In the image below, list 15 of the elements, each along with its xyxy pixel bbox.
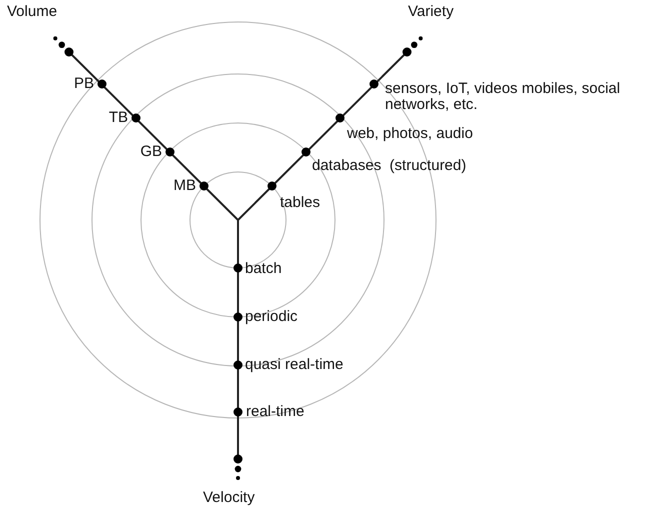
scale-label: databases (structured) bbox=[312, 158, 466, 174]
axis-title: Variety bbox=[408, 4, 454, 20]
axis-title: Velocity bbox=[203, 490, 255, 506]
scale-label: tables bbox=[280, 195, 320, 211]
scale-label: web, photos, audio bbox=[347, 126, 473, 142]
scale-label: sensors, IoT, videos mobiles, social networks, etc. bbox=[385, 81, 622, 113]
scale-label: quasi real-time bbox=[245, 357, 344, 373]
scale-label: MB bbox=[174, 178, 196, 194]
scale-label: TB bbox=[108, 110, 128, 126]
scale-label: real-time bbox=[246, 404, 304, 420]
scale-label: periodic bbox=[245, 309, 298, 325]
scale-label: PB bbox=[74, 76, 94, 92]
scale-label: batch bbox=[245, 261, 282, 277]
axis-title: Volume bbox=[7, 4, 58, 20]
scale-label: GB bbox=[140, 144, 162, 160]
